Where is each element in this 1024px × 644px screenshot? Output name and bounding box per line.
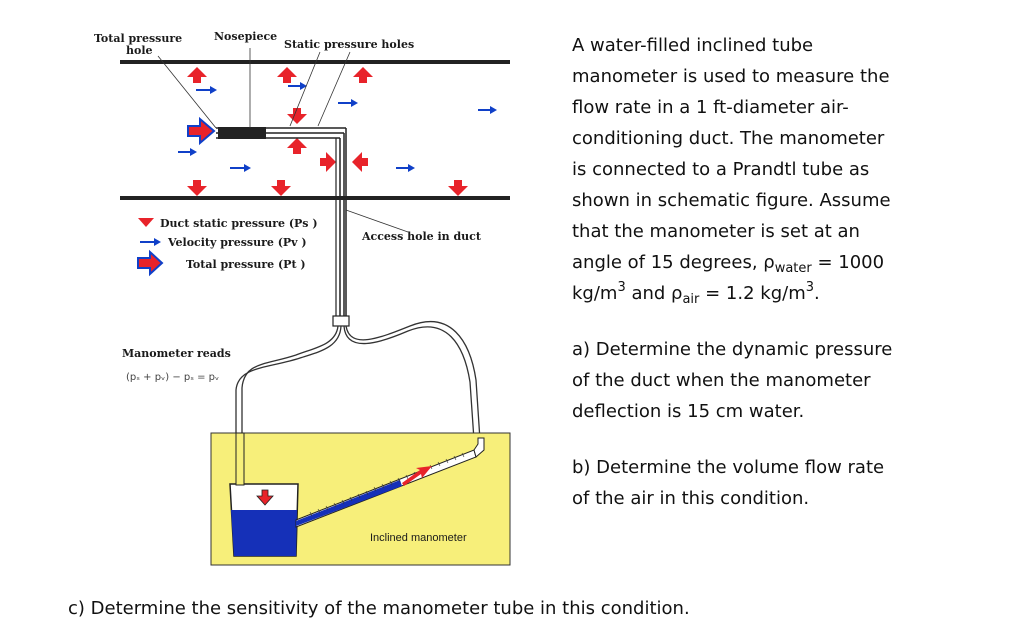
inclined-manometer-label: Inclined manometer [370, 532, 467, 544]
problem-text: A water-filled inclined tube manometer i… [572, 30, 902, 514]
red-down-arrow-icon [138, 218, 154, 227]
rho-air-value: = 1.2 kg/m [699, 283, 806, 304]
label-pointers [157, 48, 409, 233]
legend-velocity-label: Velocity pressure (Pv ) [167, 236, 307, 249]
red-right-arrow-icon [137, 249, 164, 277]
total-pressure-hole-label-line2: hole [126, 44, 153, 57]
blue-right-arrow-icon [230, 164, 251, 172]
red-down-arrow-icon [271, 180, 291, 196]
part-b-text: b) Determine the volume flow rate of the… [572, 457, 885, 509]
blue-right-arrow-icon [338, 99, 358, 107]
part-c-text: c) Determine the sensitivity of the mano… [68, 598, 690, 619]
period-text: . [814, 283, 820, 304]
total-pressure-arrow-icon [187, 116, 216, 146]
rho-water-subscript: water [774, 261, 812, 276]
reading-arrow-icon [402, 466, 432, 486]
static-pressure-arrows [187, 67, 468, 196]
red-up-arrow-icon [353, 67, 373, 83]
access-hole-label: Access hole in duct [361, 230, 482, 243]
static-pressure-holes-label: Static pressure holes [284, 38, 414, 51]
red-left-arrow-icon [352, 152, 368, 172]
blue-right-arrow-icon [178, 148, 197, 156]
velocity-pressure-arrows [178, 82, 497, 172]
red-down-arrow-icon [256, 489, 274, 506]
blue-right-arrow-icon [140, 238, 161, 246]
connecting-hoses [235, 320, 481, 441]
intro-text: A water-filled inclined tube manometer i… [572, 35, 891, 273]
rho-water-value: = 1000 kg/m [572, 252, 885, 304]
manometer-reads-label: Manometer reads [122, 347, 231, 360]
blue-right-arrow-icon [396, 164, 415, 172]
part-a-text: a) Determine the dynamic pressure of the… [572, 339, 893, 422]
red-up-arrow-icon [187, 67, 207, 83]
problem-intro: A water-filled inclined tube manometer i… [572, 30, 902, 309]
red-right-arrow-icon [320, 152, 336, 172]
exponent-2: 3 [805, 280, 815, 295]
duct [120, 60, 510, 200]
duct-top-wall [120, 60, 510, 64]
red-down-arrow-icon [187, 180, 207, 196]
manometer-formula: (pₛ + pᵥ) − pₛ = pᵥ [126, 372, 219, 383]
red-down-arrow-icon [448, 180, 468, 196]
reservoir [229, 432, 299, 557]
red-up-arrow-icon [277, 67, 297, 83]
duct-bottom-wall [120, 196, 510, 200]
exponent-1: 3 [617, 280, 626, 295]
rho-air-subscript: air [682, 292, 700, 307]
prandtl-tube [216, 127, 350, 327]
inclined-tube [295, 437, 485, 528]
and-rho-text: and ρ [625, 283, 683, 304]
legend-static-label: Duct static pressure (Ps ) [160, 217, 318, 230]
legend-total-label: Total pressure (Pt ) [186, 258, 306, 271]
prandtl-tube-manometer-diagram: Total pressure hole Nosepiece Static pre… [94, 30, 511, 566]
legend: Duct static pressure (Ps ) Velocity pres… [137, 217, 318, 277]
red-down-arrow-icon [287, 108, 307, 124]
nosepiece-label: Nosepiece [214, 30, 277, 43]
red-up-arrow-icon [287, 138, 307, 154]
blue-right-arrow-icon [196, 86, 217, 94]
blue-right-arrow-icon [478, 106, 497, 114]
total-pressure-hole-label: Total pressure [94, 32, 182, 45]
blue-right-arrow-icon [288, 82, 307, 90]
